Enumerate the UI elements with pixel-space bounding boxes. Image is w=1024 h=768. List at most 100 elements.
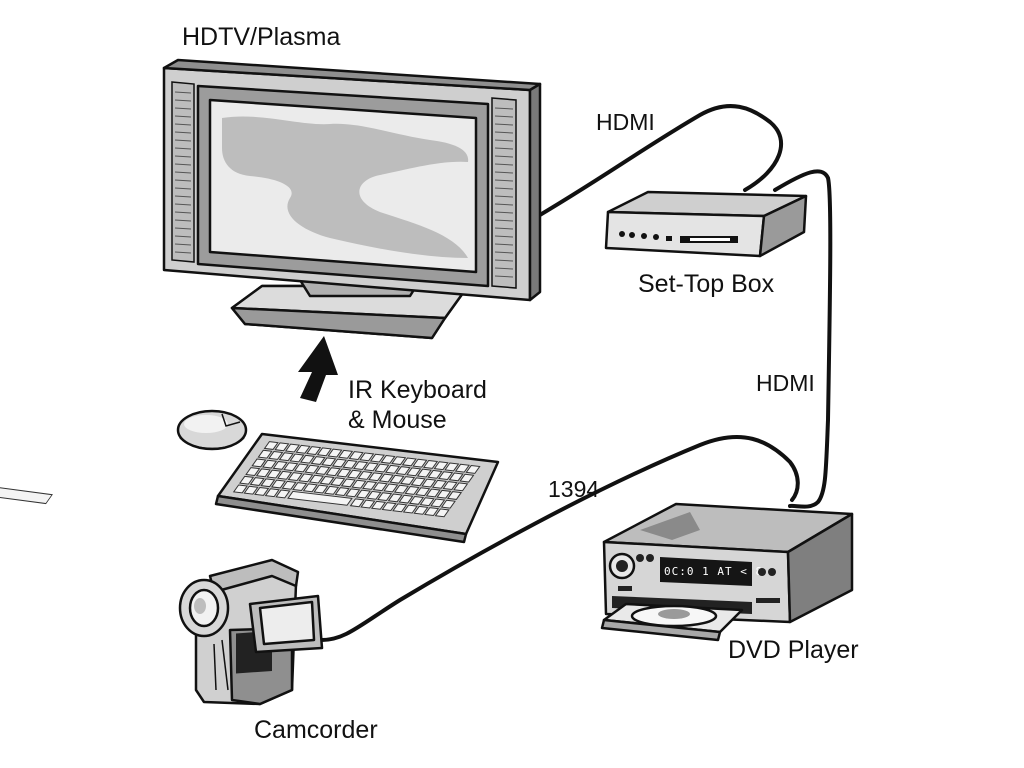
keyboard-key <box>416 468 432 478</box>
keyboard-key <box>295 444 311 454</box>
keyboard-key <box>284 443 301 453</box>
keyboard-key <box>370 500 387 510</box>
keyboard-key <box>444 462 460 472</box>
keyboard-key <box>433 461 449 471</box>
keyboard-key <box>412 458 428 468</box>
keyboard-key <box>349 498 365 508</box>
dvd-player: 0C:0 1 AT < 8 <box>600 502 854 642</box>
keyboard-key <box>306 446 322 455</box>
keyboard-key <box>316 447 332 457</box>
keyboard-key <box>346 469 363 479</box>
keyboard-key <box>287 472 303 482</box>
keyboard-key <box>278 452 294 462</box>
cable-camcorder-to-dvd <box>320 435 800 642</box>
ir-keyboard-label-line2: & Mouse <box>348 406 447 434</box>
keyboard-key <box>289 453 305 463</box>
keyboard-key <box>357 471 373 480</box>
hdtv-plasma-label: HDTV/Plasma <box>182 23 340 51</box>
keyboard-key <box>342 459 358 469</box>
keyboard-key <box>401 457 417 467</box>
keyboard-key <box>387 493 403 503</box>
keyboard-key <box>389 474 405 484</box>
keyboard-key <box>395 466 411 476</box>
keyboard-key <box>336 468 352 478</box>
keyboard-key <box>406 467 422 477</box>
keyboard-key <box>465 465 481 474</box>
keyboard-key <box>391 456 407 466</box>
keyboard-key <box>415 487 431 497</box>
keyboard-key <box>383 483 399 493</box>
keyboard-key <box>362 480 378 490</box>
keyboard-key <box>263 441 279 450</box>
keyboard-key <box>348 451 364 461</box>
keyboard-key <box>310 456 326 465</box>
keyboard-key <box>232 484 248 494</box>
keyboard-key <box>402 504 418 514</box>
keyboard-key <box>270 479 287 489</box>
keyboard-key <box>264 488 280 498</box>
keyboard-key <box>380 454 396 464</box>
set-top-box-label: Set-Top Box <box>638 270 775 298</box>
keyboard-key <box>261 459 278 469</box>
keyboard-key <box>359 452 375 462</box>
keyboard-key <box>424 507 440 517</box>
ir-signal-arrow <box>298 336 338 402</box>
keyboard-key <box>360 499 376 509</box>
keyboard-key <box>448 472 464 482</box>
cable-tv-to-settopbox <box>526 104 784 224</box>
keyboard-key <box>299 454 316 464</box>
keyboard-key <box>304 464 320 474</box>
keyboard-key <box>368 472 384 482</box>
keyboard-key <box>321 457 337 467</box>
keyboard-key <box>245 467 261 476</box>
keyboard-key <box>459 473 475 483</box>
keyboard-key <box>400 476 416 485</box>
keyboard-key <box>422 459 439 469</box>
keyboard-key <box>430 498 446 508</box>
keyboard-key <box>251 458 267 468</box>
keyboard-key <box>330 477 346 487</box>
keyboard-key <box>327 448 343 458</box>
keyboard-key <box>366 490 382 500</box>
keyboard-key <box>404 486 420 495</box>
dvd-player-label: DVD Player <box>728 636 859 664</box>
keyboard-key <box>425 488 441 498</box>
keyboard <box>0 432 500 544</box>
keyboard-key <box>266 469 282 479</box>
keyboard-key <box>334 487 350 497</box>
keyboard-key <box>239 475 255 485</box>
keyboard-key <box>283 462 299 472</box>
ir-keyboard-label-line1: IR Keyboard <box>348 376 487 404</box>
keyboard-key <box>410 477 426 487</box>
keyboard-key <box>255 468 271 478</box>
set-top-box <box>604 190 808 258</box>
keyboard-key <box>374 463 390 473</box>
keyboard-key <box>442 481 458 490</box>
keyboard-key <box>398 494 414 504</box>
keyboard-key <box>260 478 276 488</box>
keyboard-key <box>353 461 369 470</box>
keyboard-key <box>313 484 329 494</box>
keyboard-key <box>453 482 469 492</box>
keyboard-key <box>243 485 259 495</box>
keyboard-key <box>372 482 388 492</box>
keyboard-key <box>323 485 340 495</box>
keyboard-key <box>319 475 335 485</box>
keyboard-key <box>268 451 284 460</box>
cables <box>320 104 833 642</box>
keyboard-key <box>446 491 463 500</box>
keyboard-key <box>363 462 379 472</box>
keyboard-key <box>275 489 291 499</box>
keyboard-key <box>434 508 450 518</box>
keyboard-key <box>377 492 393 502</box>
keyboard-key <box>378 473 394 483</box>
keyboard-key <box>381 502 397 511</box>
keyboard-key <box>345 488 361 498</box>
keyboard-key <box>355 489 371 499</box>
1394-label: 1394 <box>548 476 599 502</box>
keyboard-key <box>292 482 308 491</box>
keyboard-key <box>436 489 452 499</box>
cable-settopbox-to-dvd <box>773 169 833 509</box>
keyboard-key <box>408 495 425 505</box>
